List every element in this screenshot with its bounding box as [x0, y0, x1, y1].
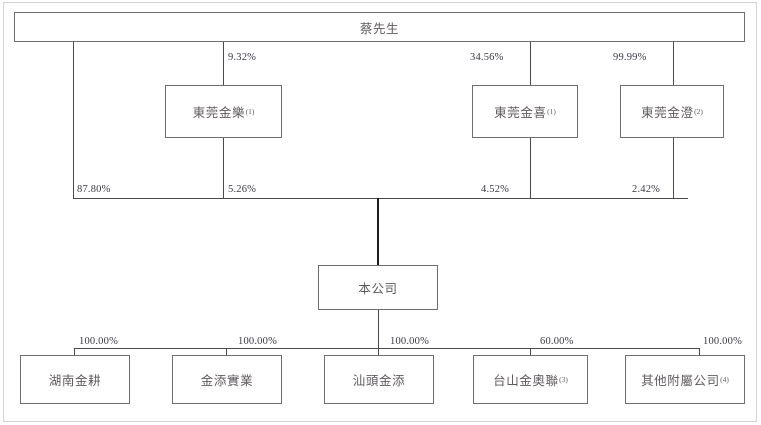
- node-jintian-shiye[interactable]: 金添實業: [172, 355, 282, 404]
- node-dongguan-jinxi-note: (1): [547, 107, 556, 116]
- node-dongguan-jinle-label: 東莞金樂: [192, 106, 246, 120]
- node-dongguan-jinxi[interactable]: 東莞金喜(1): [472, 85, 578, 138]
- node-hunan-jingeng-label: 湖南金耕: [48, 374, 102, 388]
- node-shantou-jintian[interactable]: 汕頭金添: [324, 355, 434, 404]
- node-dongguan-jincheng-note: (2): [694, 107, 703, 116]
- node-dongguan-jinle[interactable]: 東莞金樂(1): [165, 85, 282, 138]
- pct-company-to-hunan-jingeng: 100.00%: [79, 336, 119, 347]
- node-the-company[interactable]: 本公司: [318, 265, 438, 310]
- pct-jinxi-to-company: 4.52%: [481, 184, 510, 195]
- pct-root-to-jincheng: 99.99%: [613, 52, 647, 63]
- node-dongguan-jinle-note: (1): [245, 107, 255, 116]
- pct-root-to-company: 87.80%: [77, 184, 111, 195]
- node-hunan-jingeng[interactable]: 湖南金耕: [20, 355, 130, 404]
- node-the-company-label: 本公司: [358, 282, 398, 296]
- node-dongguan-jinxi-label: 東莞金喜: [494, 106, 547, 120]
- node-dongguan-jincheng-label: 東莞金澄: [641, 106, 694, 120]
- node-taishan-jinaolian[interactable]: 台山金奧聯(3): [473, 355, 588, 404]
- node-root-shareholder[interactable]: 蔡先生: [14, 12, 745, 42]
- node-other-subsidiaries[interactable]: 其他附屬公司(4): [625, 355, 745, 404]
- pct-jinle-to-company: 5.26%: [228, 184, 257, 195]
- pct-company-to-shantou-jintian: 100.00%: [390, 336, 430, 347]
- pct-root-to-jinxi: 34.56%: [470, 52, 504, 63]
- node-other-subsidiaries-note: (4): [720, 375, 729, 384]
- pct-jincheng-to-company: 2.42%: [632, 184, 661, 195]
- node-jintian-shiye-label: 金添實業: [200, 374, 254, 388]
- pct-root-to-jinle: 9.32%: [228, 52, 257, 63]
- pct-company-to-other-subsidiaries: 100.00%: [703, 336, 743, 347]
- node-root-label: 蔡先生: [359, 21, 400, 36]
- pct-company-to-jintian-shiye: 100.00%: [238, 336, 278, 347]
- node-other-subsidiaries-label: 其他附屬公司: [641, 374, 720, 388]
- pct-company-to-taishan-jinaolian: 60.00%: [540, 336, 574, 347]
- node-shantou-jintian-label: 汕頭金添: [352, 374, 406, 388]
- node-taishan-jinaolian-note: (3): [559, 375, 568, 384]
- node-taishan-jinaolian-label: 台山金奧聯: [493, 374, 559, 388]
- node-dongguan-jincheng[interactable]: 東莞金澄(2): [620, 85, 724, 138]
